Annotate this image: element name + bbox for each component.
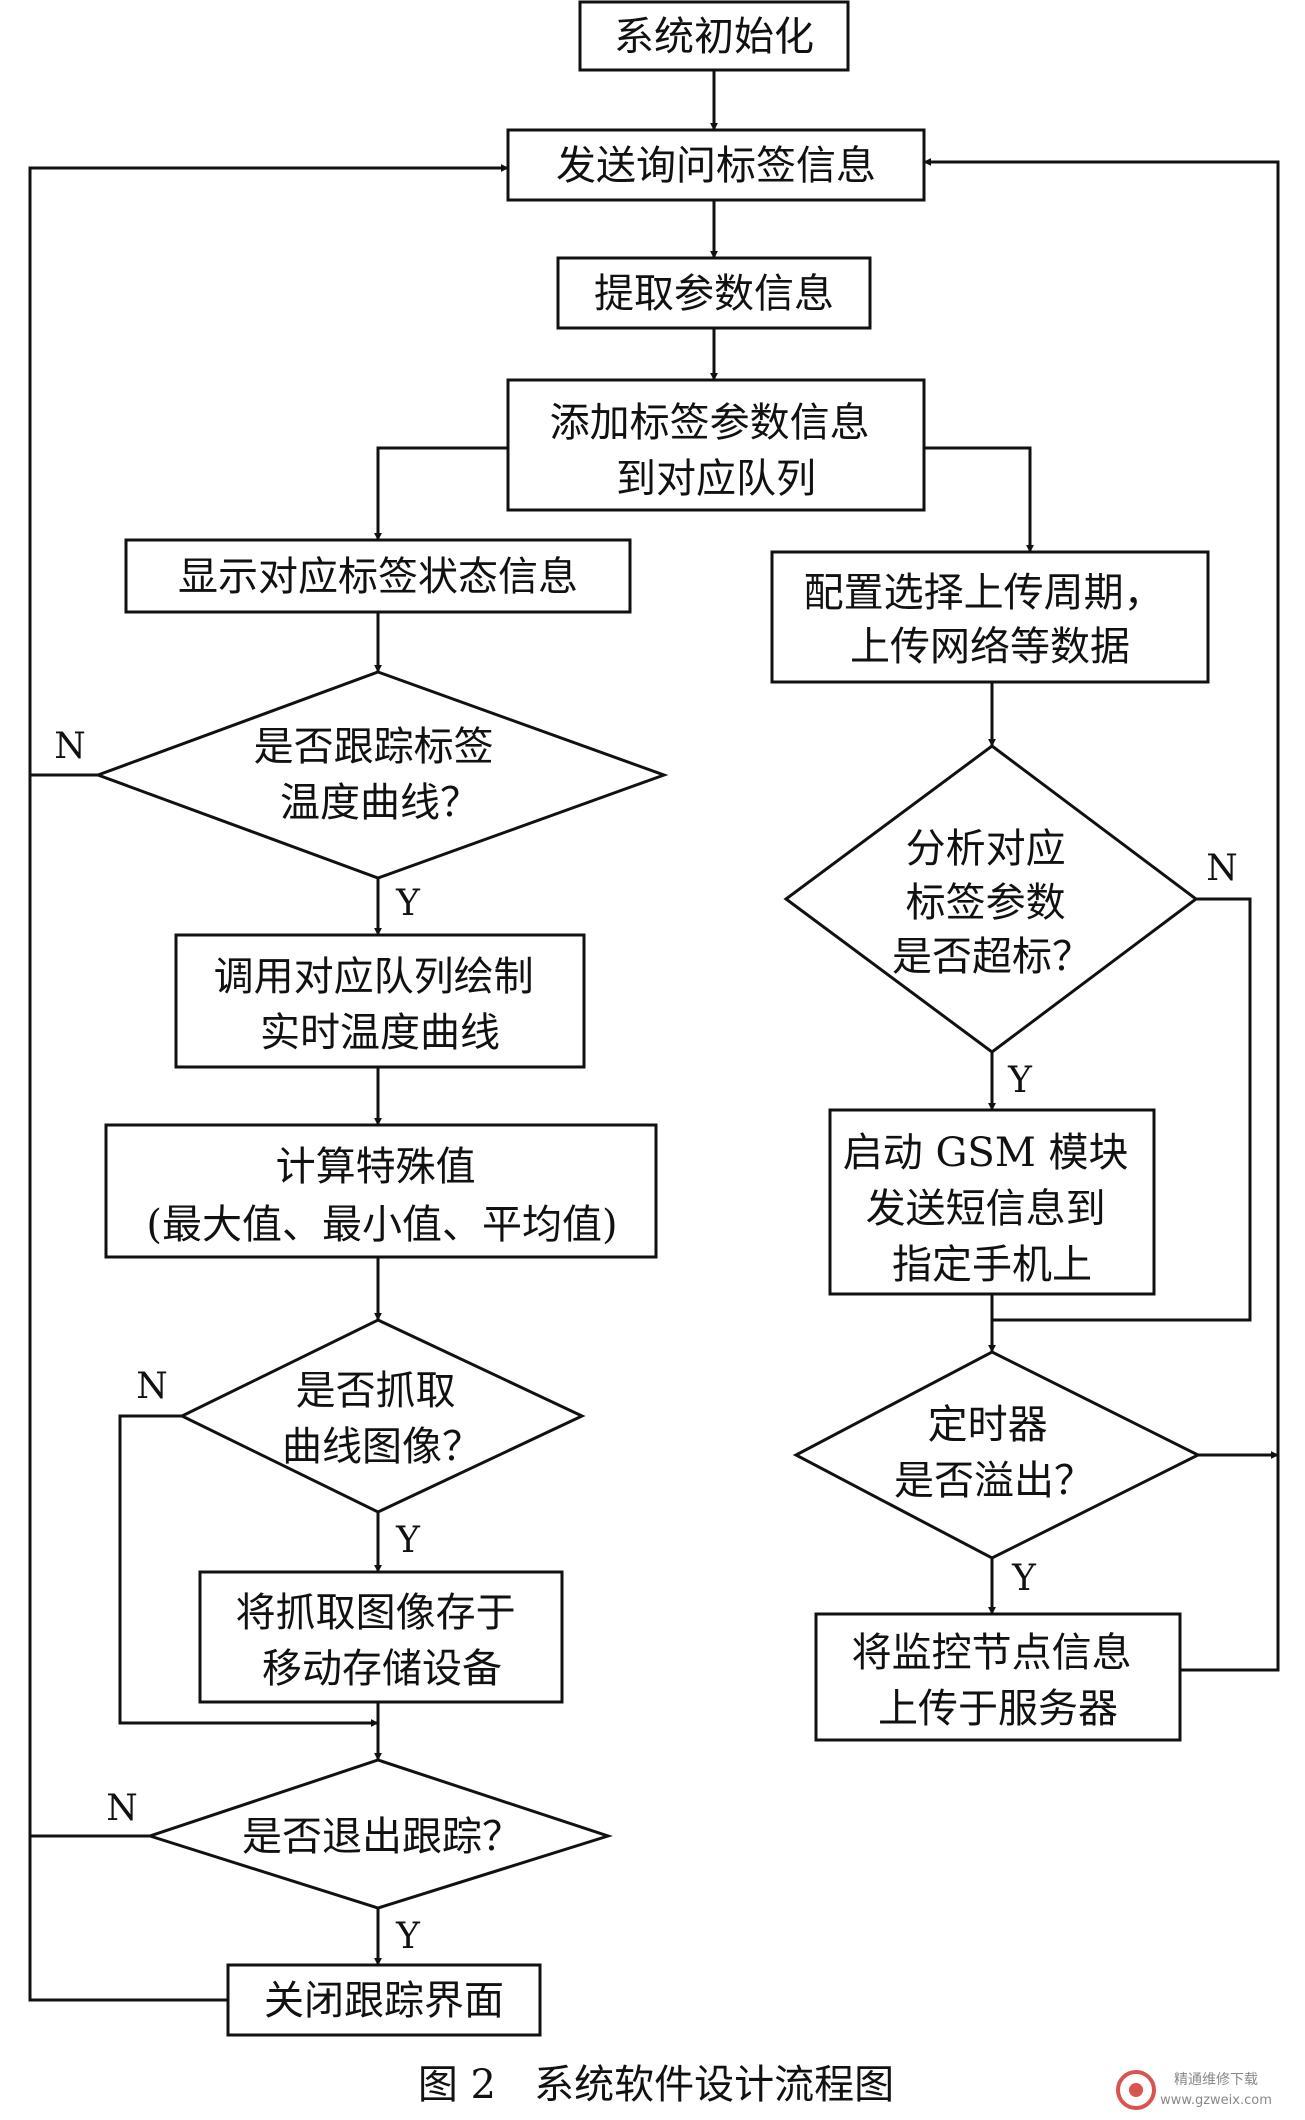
node-extract: 提取参数信息: [556, 256, 872, 330]
edge-add-to-show: [374, 446, 508, 541]
node-init: 系统初始化: [578, 0, 850, 72]
watermark-logo: 精通维修下载 www.gzweix.com: [1116, 2070, 1272, 2110]
node-start-gsm: 启动 GSM 模块 发送短信息到 指定手机上: [828, 1108, 1156, 1296]
node-calc: 计算特殊值 (最大值、最小值、平均值): [104, 1123, 658, 1259]
decision-exit-track: 是否退出跟踪？: [145, 1758, 613, 1910]
exit-track-text: 是否退出跟踪？: [242, 1814, 522, 1860]
node-close: 关闭跟踪界面: [226, 1963, 542, 2037]
edges: [28, 70, 1280, 2002]
track-curve-text: 是否跟踪标签 温度曲线？: [254, 724, 507, 826]
label-timer-yes: Y: [1011, 1558, 1037, 1599]
node-config-upload: 配置选择上传周期， 上传网络等数据: [770, 550, 1210, 684]
label-capture-yes: Y: [395, 1520, 421, 1561]
calc-text: 计算特殊值 (最大值、最小值、平均值): [146, 1144, 617, 1248]
node-show-status: 显示对应标签状态信息: [124, 538, 632, 614]
label-track-yes: Y: [395, 883, 421, 924]
config-upload-text: 配置选择上传周期， 上传网络等数据: [804, 570, 1177, 670]
watermark-title: 精通维修下载: [1174, 2072, 1258, 2088]
analyze-text: 分析对应 标签参数 是否超标？: [892, 826, 1092, 980]
extract-text: 提取参数信息: [594, 271, 834, 317]
label-analyze-yes: Y: [1007, 1060, 1033, 1101]
close-text: 关闭跟踪界面: [264, 1978, 504, 2024]
label-exit-no: N: [106, 1788, 138, 1829]
label-exit-yes: Y: [395, 1916, 421, 1957]
decision-track-curve: 是否跟踪标签 温度曲线？: [93, 670, 669, 880]
node-send-query: 发送询问标签信息: [506, 128, 926, 202]
label-capture-no: N: [136, 1366, 168, 1407]
watermark-url: www.gzweix.com: [1160, 2093, 1272, 2108]
label-analyze-no: N: [1206, 848, 1238, 889]
edge-close-loop: [28, 164, 509, 2002]
add-queue-text: 添加标签参数信息 到对应队列: [550, 400, 883, 502]
edge-labels: N Y N Y N Y Y N Y: [54, 726, 1238, 1957]
decision-timer: 定时器 是否溢出？: [792, 1350, 1202, 1560]
capture-text: 是否抓取 曲线图像？: [282, 1368, 482, 1470]
label-track-no: N: [54, 726, 86, 767]
node-upload: 将监控节点信息 上传于服务器: [814, 1612, 1182, 1742]
init-text: 系统初始化: [614, 14, 814, 60]
send-query-text: 发送询问标签信息: [556, 143, 876, 189]
save-image-text: 将抓取图像存于 移动存储设备: [236, 1590, 529, 1692]
show-status-text: 显示对应标签状态信息: [178, 554, 578, 600]
upload-text: 将监控节点信息 上传于服务器: [852, 1630, 1145, 1732]
draw-curve-text: 调用对应队列绘制 实时温度曲线: [214, 954, 547, 1056]
start-gsm-text: 启动 GSM 模块 发送短信息到 指定手机上: [843, 1130, 1141, 1288]
figure-caption: 图 2 系统软件设计流程图: [418, 2062, 894, 2108]
decision-analyze: 分析对应 标签参数 是否超标？: [783, 744, 1199, 1054]
edge-add-to-config: [924, 446, 1034, 553]
node-draw-curve: 调用对应队列绘制 实时温度曲线: [174, 933, 586, 1069]
timer-text: 定时器 是否溢出？: [894, 1402, 1094, 1504]
node-add-queue: 添加标签参数信息 到对应队列: [506, 378, 926, 512]
decision-capture: 是否抓取 曲线图像？: [178, 1318, 586, 1514]
edge-capture-no: [118, 1414, 379, 1727]
edge-analyze-no: [992, 897, 1252, 1322]
edge-upload-loop: [923, 158, 1280, 1672]
node-save-image: 将抓取图像存于 移动存储设备: [198, 1570, 564, 1704]
